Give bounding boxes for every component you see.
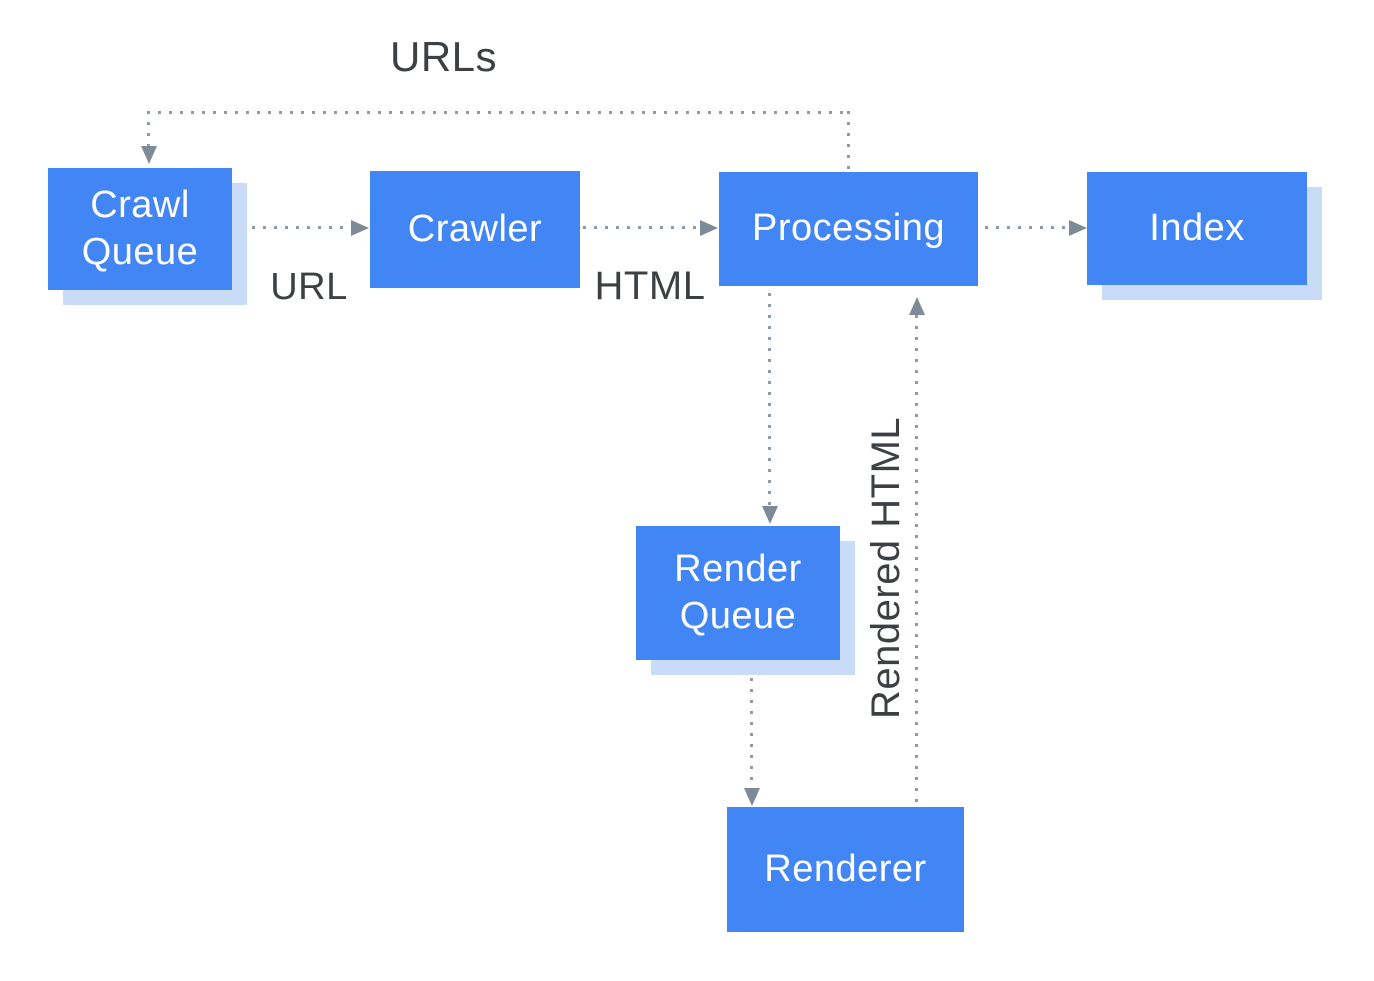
edge-processing-to-crawl-queue-right-segment (847, 111, 850, 171)
node-processing: Processing (719, 172, 978, 286)
arrowhead-into-index (1069, 220, 1087, 236)
edge-processing-to-render-queue (768, 293, 771, 505)
node-crawl-queue-label-line2: Queue (81, 231, 199, 273)
node-crawl-queue: Crawl Queue (48, 168, 232, 290)
node-render-queue-label-line1: Render (674, 547, 802, 590)
edge-processing-to-crawl-queue-top-segment (147, 111, 850, 114)
node-processing-label: Processing (752, 207, 945, 250)
arrowhead-into-processing-bottom (909, 297, 925, 315)
node-render-queue: Render Queue (636, 526, 840, 660)
node-index-label: Index (1149, 206, 1245, 249)
arrowhead-into-crawl-queue (141, 146, 157, 164)
edge-label-rendered-html: Rendered HTML (864, 416, 908, 719)
node-renderer: Renderer (727, 807, 964, 932)
node-crawler-label: Crawler (407, 207, 543, 250)
edge-label-html: HTML (594, 264, 706, 308)
edge-renderer-to-processing (915, 315, 918, 807)
node-crawl-queue-label-line1: Crawl (90, 183, 190, 226)
node-crawler: Crawler (370, 171, 580, 288)
arrowhead-into-renderer (744, 788, 760, 806)
edge-processing-to-index (985, 226, 1069, 229)
node-render-queue-label-line2: Queue (679, 595, 797, 637)
edge-crawl-queue-to-crawler (252, 226, 351, 229)
edge-label-urls: URLs (390, 33, 498, 80)
edge-crawler-to-processing (583, 226, 700, 229)
edge-processing-to-crawl-queue-left-segment (147, 111, 150, 146)
edge-label-url: URL (270, 266, 348, 308)
node-renderer-label: Renderer (764, 847, 927, 890)
edge-render-queue-to-renderer (750, 678, 753, 787)
arrowhead-into-crawler (351, 220, 369, 236)
node-index: Index (1087, 172, 1307, 285)
arrowhead-into-processing (700, 220, 718, 236)
arrowhead-into-render-queue (762, 506, 778, 524)
